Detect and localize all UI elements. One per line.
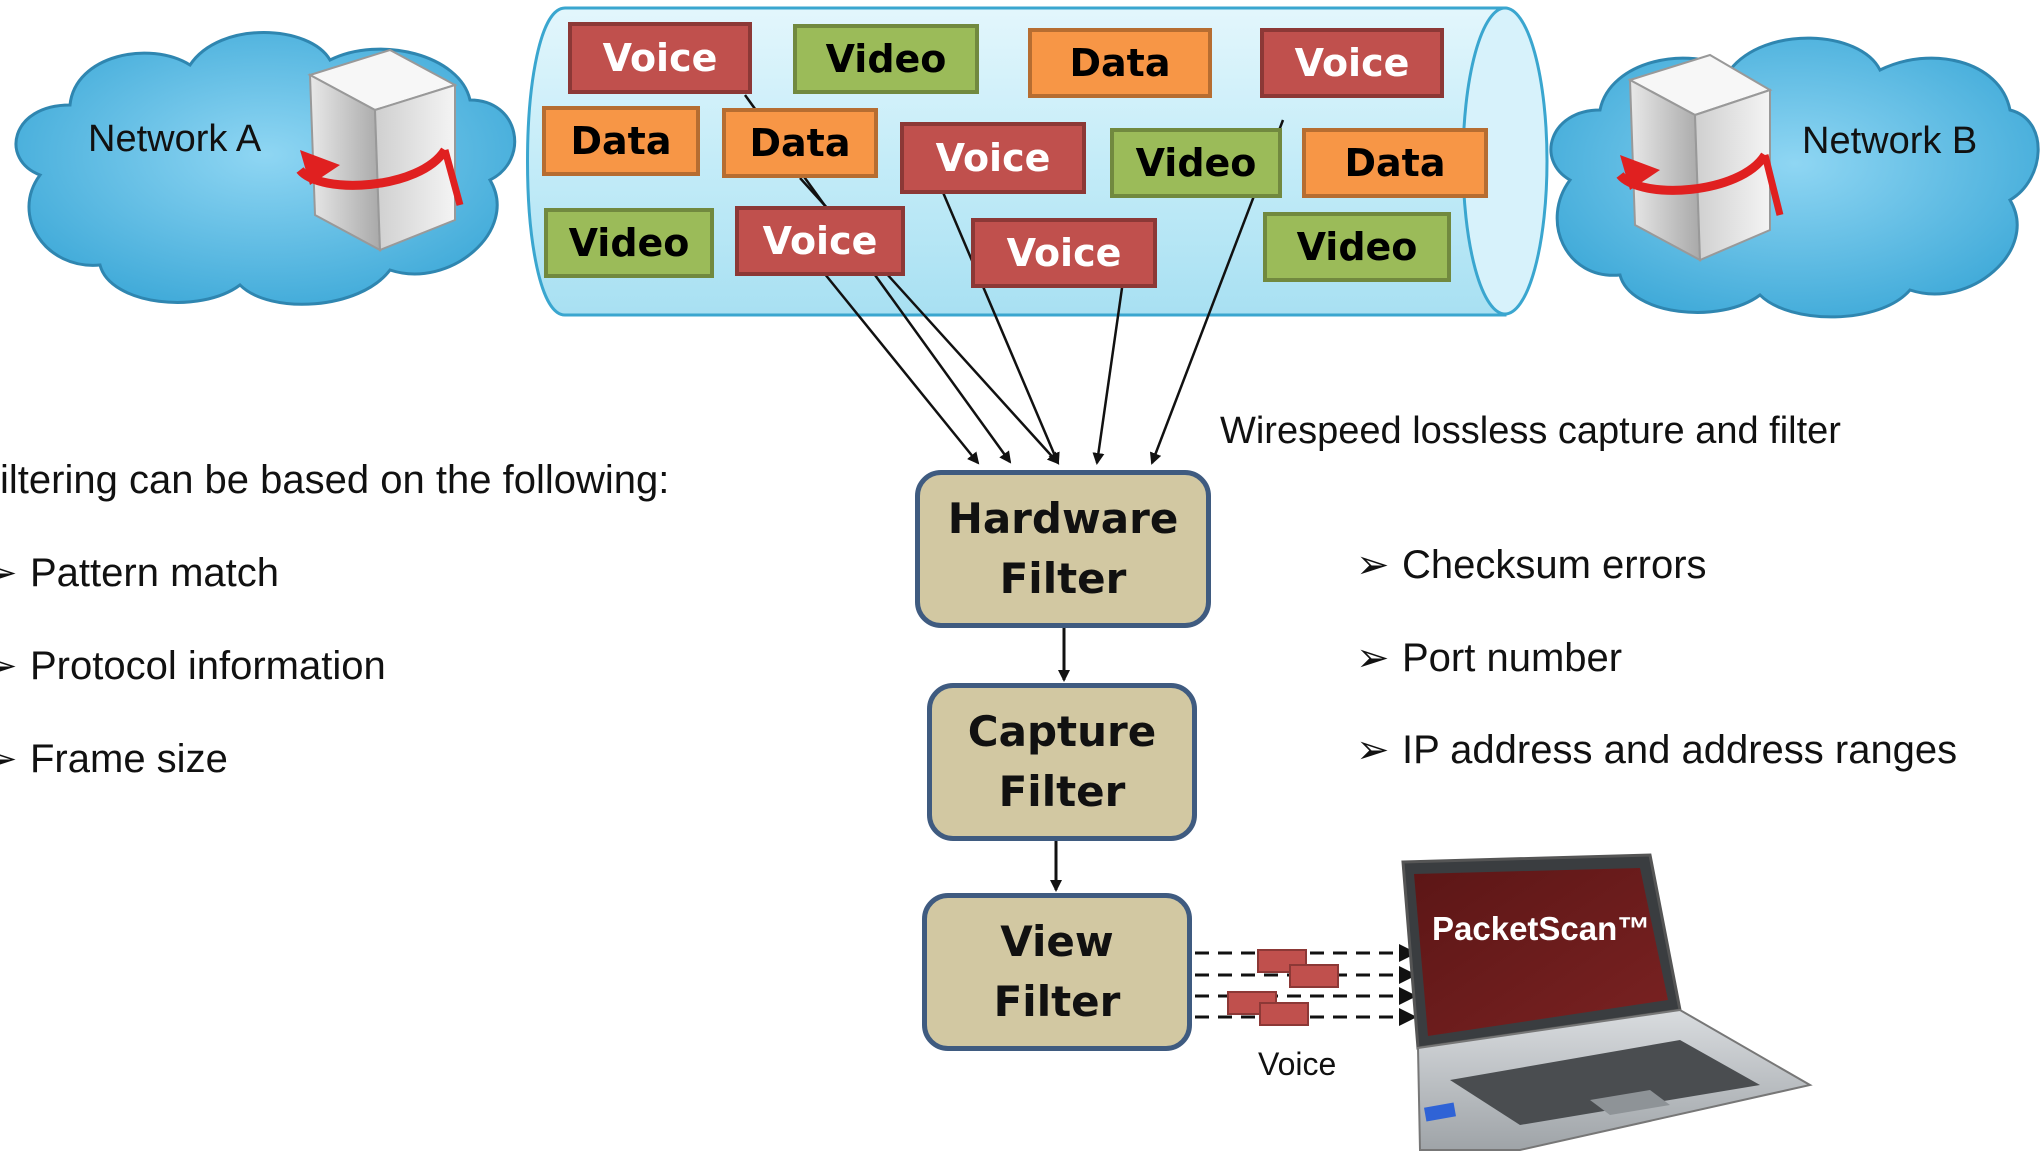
filter-subtitle: Filter — [993, 977, 1121, 1026]
view-filter-box: View Filter — [922, 893, 1192, 1051]
right-criterion: ➢Checksum errors — [1356, 543, 1707, 587]
filter-title: Capture — [967, 707, 1157, 756]
bullet-arrow-icon: ➢ — [0, 644, 18, 688]
wirespeed-caption: Wirespeed lossless capture and filter — [1220, 410, 1841, 452]
voice-packet: Voice — [735, 206, 905, 276]
left-criterion: ➢Pattern match — [0, 550, 279, 596]
network-a-label: Network A — [88, 118, 262, 160]
data-packet: Data — [542, 106, 700, 176]
arrow-icon — [1050, 627, 1070, 892]
data-packet: Data — [722, 108, 878, 178]
server-icon — [296, 48, 464, 252]
network-b-label: Network B — [1802, 120, 1978, 162]
bullet-arrow-icon: ➢ — [1356, 636, 1390, 680]
hardware-filter-box: Hardware Filter — [915, 470, 1211, 628]
video-packet: Video — [793, 24, 979, 94]
voice-packet: Voice — [971, 218, 1157, 288]
voice-output-label: Voice — [1258, 1046, 1337, 1082]
bullet-arrow-icon: ➢ — [1356, 543, 1390, 587]
filter-subtitle: Filter — [998, 767, 1126, 816]
laptop-icon — [1401, 853, 1813, 1151]
right-criterion: ➢IP address and address ranges — [1356, 728, 1958, 772]
filter-title: View — [1000, 917, 1114, 966]
video-packet: Video — [1263, 212, 1451, 282]
bullet-arrow-icon: ➢ — [0, 551, 18, 595]
bullet-arrow-icon: ➢ — [1356, 728, 1390, 772]
left-criterion: ➢Frame size — [0, 736, 228, 782]
server-icon — [1616, 53, 1784, 262]
filtering-intro: iltering can be based on the following: — [0, 458, 670, 502]
capture-filter-box: Capture Filter — [927, 683, 1197, 841]
voice-packet-icon — [1227, 949, 1339, 1026]
voice-packet: Voice — [1260, 28, 1444, 98]
left-criterion: ➢Protocol information — [0, 643, 386, 689]
laptop-screen-title: PacketScan™ — [1432, 910, 1651, 947]
bullet-arrow-icon: ➢ — [0, 737, 18, 781]
voice-packet: Voice — [568, 22, 752, 94]
filter-subtitle: Filter — [999, 554, 1127, 603]
data-packet: Data — [1302, 128, 1488, 198]
voice-packet: Voice — [900, 122, 1086, 194]
right-criterion: ➢Port number — [1356, 636, 1623, 680]
video-packet: Video — [1110, 128, 1282, 198]
data-packet: Data — [1028, 28, 1212, 98]
video-packet: Video — [544, 208, 714, 278]
filter-title: Hardware — [947, 494, 1179, 543]
